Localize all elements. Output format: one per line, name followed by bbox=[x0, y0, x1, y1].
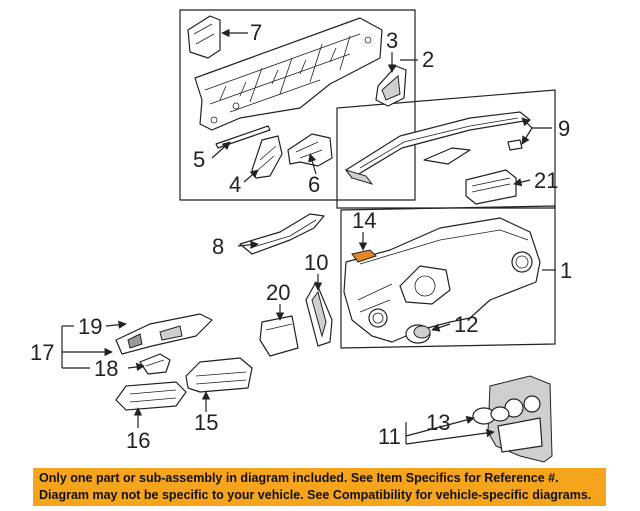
part-15-duct bbox=[185, 357, 253, 393]
callout-18: 18 bbox=[94, 356, 118, 381]
part-cross-car-beam bbox=[194, 17, 383, 131]
callout-14: 14 bbox=[352, 208, 376, 233]
part-13-vent bbox=[472, 406, 510, 425]
part-18-bracket bbox=[139, 353, 171, 375]
callout-9: 9 bbox=[558, 116, 570, 141]
callout-5: 5 bbox=[193, 147, 205, 172]
part-10-end-panel bbox=[305, 281, 333, 347]
callout-21: 21 bbox=[534, 168, 558, 193]
frame-group-9 bbox=[336, 89, 556, 209]
part-20-cover bbox=[259, 315, 299, 357]
part-3-bracket bbox=[375, 65, 407, 107]
callout-12: 12 bbox=[454, 312, 478, 337]
part-19-knee-bolster bbox=[115, 313, 213, 355]
callout-7: 7 bbox=[250, 20, 262, 45]
part-7-bracket bbox=[187, 15, 221, 59]
part-1-instrument-panel bbox=[343, 217, 541, 343]
callout-13: 13 bbox=[426, 410, 450, 435]
part-21-vent bbox=[465, 169, 517, 205]
callout-20: 20 bbox=[266, 280, 290, 305]
callout-11: 11 bbox=[378, 424, 401, 449]
disclaimer-banner: Only one part or sub-assembly in diagram… bbox=[33, 468, 606, 506]
callout-16: 16 bbox=[126, 428, 150, 453]
leader-lines bbox=[61, 28, 556, 445]
part-16-bracket bbox=[115, 381, 187, 411]
callout-4: 4 bbox=[229, 172, 241, 197]
frame-group-2 bbox=[179, 9, 416, 201]
callout-6: 6 bbox=[308, 172, 320, 197]
part-14-clip bbox=[351, 249, 377, 263]
callout-19: 19 bbox=[78, 314, 102, 339]
frame-group-1 bbox=[340, 205, 556, 349]
callout-2: 2 bbox=[422, 47, 434, 72]
part-12-knob bbox=[405, 324, 431, 344]
disclaimer-line-2: Diagram may not be specific to your vehi… bbox=[39, 488, 592, 502]
part-8-trim bbox=[239, 213, 325, 255]
callout-10: 10 bbox=[304, 250, 328, 275]
callout-17: 17 bbox=[30, 340, 54, 365]
part-6-bracket bbox=[287, 133, 333, 167]
part-11-center-bezel bbox=[487, 375, 553, 463]
disclaimer-line-1: Only one part or sub-assembly in diagram… bbox=[39, 471, 559, 485]
callout-1: 1 bbox=[560, 258, 572, 283]
callout-15: 15 bbox=[194, 410, 218, 435]
callout-3: 3 bbox=[386, 28, 398, 53]
callout-8: 8 bbox=[212, 234, 224, 259]
